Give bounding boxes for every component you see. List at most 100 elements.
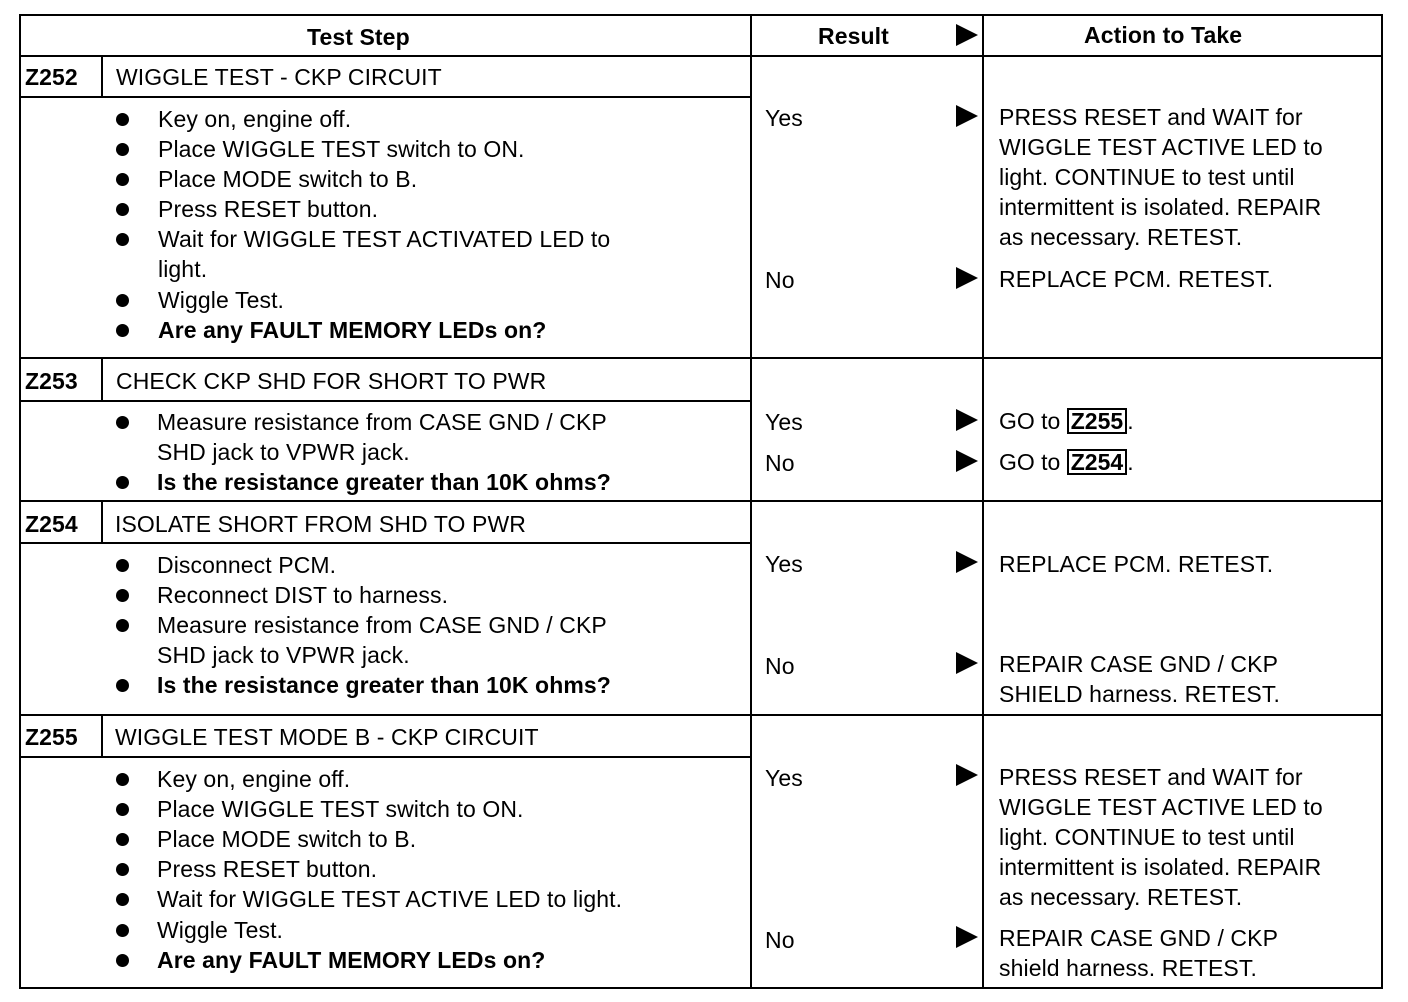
bullet-icon xyxy=(116,679,129,692)
arrow-icon xyxy=(956,926,978,948)
row-divider xyxy=(19,500,1383,502)
step-title: WIGGLE TEST MODE B - CKP CIRCUIT xyxy=(115,724,539,750)
arrow-icon xyxy=(956,409,978,431)
result-no: No xyxy=(765,450,795,476)
step-title-divider xyxy=(19,756,751,758)
action-text: SHIELD harness. RETEST. xyxy=(999,681,1280,707)
step-instruction: Wiggle Test. xyxy=(158,287,285,313)
bullet-icon xyxy=(116,416,129,429)
step-question: Are any FAULT MEMORY LEDs on? xyxy=(157,947,546,973)
table-border-bottom xyxy=(19,987,1383,989)
action-text: WIGGLE TEST ACTIVE LED to xyxy=(999,794,1323,820)
arrow-icon xyxy=(956,764,978,786)
action-text: shield harness. RETEST. xyxy=(999,955,1257,981)
header-test-step: Test Step xyxy=(307,24,410,50)
bullet-icon xyxy=(116,173,129,186)
step-question: Is the resistance greater than 10K ohms? xyxy=(157,469,611,495)
bullet-icon xyxy=(116,833,129,846)
bullet-icon xyxy=(116,954,129,967)
bullet-icon xyxy=(116,294,129,307)
action-text: intermittent is isolated. REPAIR xyxy=(999,854,1322,880)
action-text: WIGGLE TEST ACTIVE LED to xyxy=(999,134,1323,160)
step-title-divider xyxy=(19,542,751,544)
step-title-divider xyxy=(19,400,751,402)
step-instruction: Wiggle Test. xyxy=(157,917,284,943)
step-instruction: Wait for WIGGLE TEST ACTIVATED LED to xyxy=(158,226,611,252)
step-ref-link[interactable]: Z254 xyxy=(1066,449,1128,475)
step-instruction: Disconnect PCM. xyxy=(157,552,337,578)
action-text: GO to xyxy=(999,449,1061,475)
result-yes: Yes xyxy=(765,765,803,791)
step-title: ISOLATE SHORT FROM SHD TO PWR xyxy=(115,511,526,537)
result-yes: Yes xyxy=(765,551,803,577)
step-question: Is the resistance greater than 10K ohms? xyxy=(157,672,611,698)
result-yes: Yes xyxy=(765,105,803,131)
bullet-icon xyxy=(116,476,129,489)
code-divider xyxy=(101,714,103,757)
bullet-icon xyxy=(116,589,129,602)
bullet-icon xyxy=(116,143,129,156)
action-text: light. CONTINUE to test until xyxy=(999,164,1295,190)
step-instruction: Measure resistance from CASE GND / CKP xyxy=(157,612,607,638)
action-text: REPLACE PCM. RETEST. xyxy=(999,266,1274,292)
code-divider xyxy=(101,500,103,543)
bullet-icon xyxy=(116,559,129,572)
bullet-icon xyxy=(116,113,129,126)
step-instruction: Key on, engine off. xyxy=(158,106,352,132)
step-question: Are any FAULT MEMORY LEDs on? xyxy=(158,317,547,343)
result-yes: Yes xyxy=(765,409,803,435)
step-code: Z252 xyxy=(25,64,78,90)
header-arrow-icon xyxy=(956,24,978,46)
action-suffix: . xyxy=(1127,408,1134,434)
action-suffix: . xyxy=(1127,449,1134,475)
bullet-icon xyxy=(116,924,129,937)
arrow-icon xyxy=(956,105,978,127)
arrow-icon xyxy=(956,450,978,472)
bullet-icon xyxy=(116,324,129,337)
step-instruction: Measure resistance from CASE GND / CKP xyxy=(157,409,607,435)
step-title: WIGGLE TEST - CKP CIRCUIT xyxy=(116,64,442,90)
code-divider xyxy=(101,55,103,97)
action-goto-z255[interactable]: GO to Z255. xyxy=(999,406,1134,436)
step-instruction: Place MODE switch to B. xyxy=(158,166,418,192)
step-title: CHECK CKP SHD FOR SHORT TO PWR xyxy=(116,368,547,394)
step-instruction: Key on, engine off. xyxy=(157,766,351,792)
arrow-icon xyxy=(956,551,978,573)
header-action: Action to Take xyxy=(1084,22,1243,48)
step-instruction: SHD jack to VPWR jack. xyxy=(157,439,410,465)
code-divider xyxy=(101,358,103,401)
action-text: REPAIR CASE GND / CKP xyxy=(999,925,1279,951)
action-text: PRESS RESET and WAIT for xyxy=(999,104,1303,130)
action-goto-z254[interactable]: GO to Z254. xyxy=(999,447,1134,477)
action-text: as necessary. RETEST. xyxy=(999,224,1243,250)
action-text: light. CONTINUE to test until xyxy=(999,824,1295,850)
bullet-icon xyxy=(116,203,129,216)
step-title-divider xyxy=(19,96,751,98)
action-text: REPLACE PCM. RETEST. xyxy=(999,551,1274,577)
bullet-icon xyxy=(116,803,129,816)
step-code: Z255 xyxy=(25,724,78,750)
step-instruction: Place MODE switch to B. xyxy=(157,826,417,852)
result-no: No xyxy=(765,653,795,679)
result-no: No xyxy=(765,267,795,293)
result-no: No xyxy=(765,927,795,953)
step-instruction: Reconnect DIST to harness. xyxy=(157,582,449,608)
action-text: PRESS RESET and WAIT for xyxy=(999,764,1303,790)
row-divider xyxy=(19,714,1383,716)
bullet-icon xyxy=(116,773,129,786)
step-ref-link[interactable]: Z255 xyxy=(1066,408,1128,434)
header-divider xyxy=(19,55,1383,57)
step-code: Z253 xyxy=(25,368,78,394)
step-instruction: SHD jack to VPWR jack. xyxy=(157,642,410,668)
bullet-icon xyxy=(116,893,129,906)
header-result: Result xyxy=(818,23,889,49)
bullet-icon xyxy=(116,233,129,246)
step-instruction: Press RESET button. xyxy=(158,196,379,222)
action-text: GO to xyxy=(999,408,1061,434)
step-instruction: Press RESET button. xyxy=(157,856,378,882)
table-border-top xyxy=(19,14,1383,16)
step-instruction: light. xyxy=(158,256,208,282)
step-instruction: Wait for WIGGLE TEST ACTIVE LED to light… xyxy=(157,886,623,912)
action-text: REPAIR CASE GND / CKP xyxy=(999,651,1279,677)
